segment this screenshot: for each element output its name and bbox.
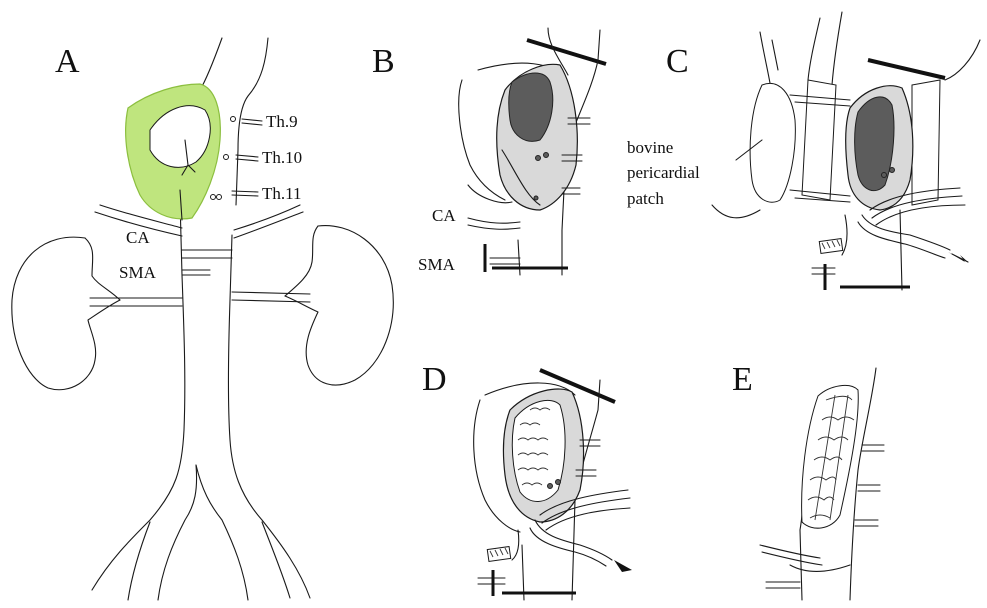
panel-e: E bbox=[732, 361, 884, 600]
panel-e-letter: E bbox=[732, 361, 753, 398]
panel-c-proximal-clamp bbox=[868, 60, 945, 78]
panel-c-label-patch-1: bovine bbox=[627, 138, 673, 157]
panel-a-aneurysm bbox=[126, 84, 221, 220]
panel-a-letter: A bbox=[55, 43, 80, 80]
panel-b-ca bbox=[468, 218, 520, 229]
panel-d-sma-graft bbox=[487, 547, 510, 562]
panel-b-letter: B bbox=[372, 43, 395, 80]
panel-e-intercostals bbox=[855, 445, 884, 526]
panel-c: C bovine pericardial patch bbox=[627, 12, 980, 290]
panel-d-arrow-icon bbox=[614, 560, 632, 572]
label-th10: Th.10 bbox=[262, 148, 302, 167]
panel-b: B CA SMA bbox=[372, 28, 606, 275]
panel-d-letter: D bbox=[422, 361, 447, 398]
panel-c-sma-graft bbox=[819, 239, 842, 254]
panel-c-label-patch-3: patch bbox=[627, 189, 664, 208]
panel-c-graft-branches bbox=[842, 188, 965, 290]
panel-d-repaired-sac bbox=[503, 389, 583, 522]
panel-a: A Th.9 Th.1 bbox=[12, 38, 393, 600]
panel-c-letter: C bbox=[666, 43, 689, 80]
label-th9: Th.9 bbox=[266, 112, 298, 131]
label-th11: Th.11 bbox=[262, 184, 302, 203]
panel-b-proximal-clamp bbox=[527, 40, 606, 64]
panel-e-repaired-segment bbox=[802, 385, 859, 528]
panel-c-arrow-shaft bbox=[952, 254, 968, 262]
panel-b-label-sma: SMA bbox=[418, 255, 456, 274]
panel-b-sma bbox=[490, 258, 520, 264]
label-ca: CA bbox=[126, 228, 150, 247]
panel-b-label-ca: CA bbox=[432, 206, 456, 225]
panel-e-branches bbox=[760, 545, 850, 588]
panel-c-aneurysm-sac bbox=[846, 86, 913, 210]
panel-c-label-patch-2: pericardial bbox=[627, 163, 700, 182]
panel-d: D bbox=[422, 361, 632, 600]
label-sma: SMA bbox=[119, 263, 157, 282]
